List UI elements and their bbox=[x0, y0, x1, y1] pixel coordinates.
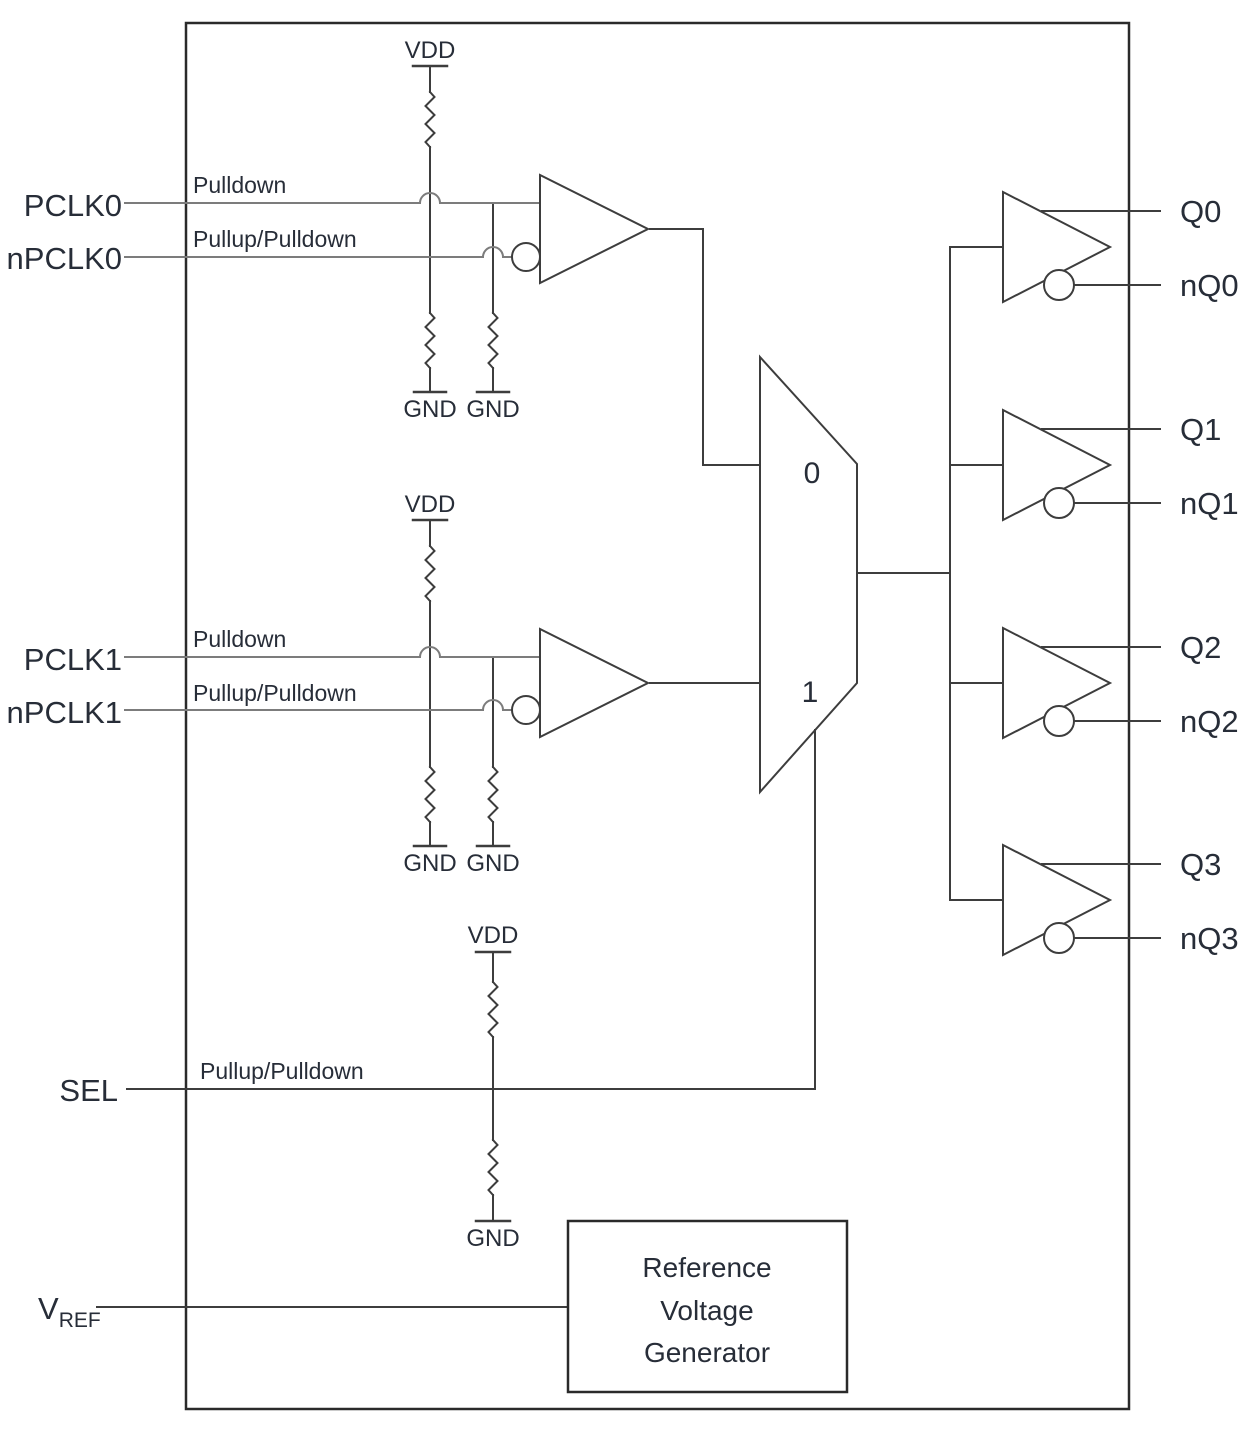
output-buffer-q3-group: Q3 nQ3 bbox=[1002, 843, 1239, 957]
annotation-npclk1: Pullup/Pulldown bbox=[193, 680, 357, 706]
rvg-label-line2: Voltage bbox=[660, 1295, 753, 1326]
pin-label-npclk1: nPCLK1 bbox=[7, 695, 122, 730]
mux-input0-label: 0 bbox=[804, 457, 821, 490]
npclk0-pulldown-resistor bbox=[424, 311, 436, 370]
mux-input1-label: 1 bbox=[802, 676, 819, 709]
sel-input-network: VDD GND SEL Pullup/Pulldown bbox=[59, 729, 816, 1252]
pclk0-input-network: VDD GND GND PCLK0 nPCLK0 Pulldown Pullup… bbox=[7, 37, 761, 466]
reference-voltage-generator-box bbox=[566, 1219, 849, 1394]
pin-label-nq0: nQ0 bbox=[1180, 268, 1239, 303]
pclk1-line bbox=[124, 646, 541, 658]
npclk0-pullup-resistor bbox=[424, 90, 436, 149]
pclk1-pulldown-resistor bbox=[487, 765, 499, 824]
nq1-inverting-bubble bbox=[1043, 487, 1075, 519]
input-buffer-0 bbox=[539, 173, 651, 285]
pclk0-pulldown-resistor bbox=[487, 311, 499, 370]
pin-label-q1: Q1 bbox=[1180, 412, 1221, 447]
clock-mux-group: 0 1 bbox=[759, 354, 951, 795]
nq0-inverting-bubble bbox=[1043, 269, 1075, 301]
pclk1-input-network: VDD GND GND PCLK1 nPCLK1 Pulldown Pullup… bbox=[7, 491, 761, 877]
vdd-label-sel: VDD bbox=[468, 922, 519, 949]
rvg-label-line1: Reference bbox=[642, 1252, 771, 1283]
npclk1-pullup-resistor bbox=[424, 544, 436, 603]
pin-label-nq1: nQ1 bbox=[1180, 486, 1239, 521]
gnd-label-npclk1: GND bbox=[403, 850, 456, 877]
annotation-pclk1: Pulldown bbox=[193, 626, 286, 652]
output-bus bbox=[949, 246, 1004, 901]
nq2-inverting-bubble bbox=[1043, 705, 1075, 737]
annotation-npclk0: Pullup/Pulldown bbox=[193, 226, 357, 252]
rvg-label-line3: Generator bbox=[644, 1337, 770, 1368]
npclk1-inverting-bubble bbox=[511, 695, 541, 725]
pin-label-q0: Q0 bbox=[1180, 194, 1221, 229]
pin-label-pclk1: PCLK1 bbox=[24, 642, 122, 677]
input-buffer-1 bbox=[539, 627, 651, 739]
npclk1-pulldown-resistor bbox=[424, 765, 436, 824]
gnd-label-pclk1: GND bbox=[466, 850, 519, 877]
pin-label-pclk0: PCLK0 bbox=[24, 188, 122, 223]
pclk0-line bbox=[124, 192, 541, 204]
output-buffer-q2-group: Q2 nQ2 bbox=[1002, 626, 1239, 740]
sel-pulldown-resistor bbox=[487, 1138, 499, 1197]
pin-label-q2: Q2 bbox=[1180, 630, 1221, 665]
output-buffer-q0-group: Q0 nQ0 bbox=[1002, 190, 1239, 304]
vdd-label-pclk1: VDD bbox=[405, 491, 456, 518]
npclk0-line bbox=[124, 246, 513, 258]
pin-label-q3: Q3 bbox=[1180, 847, 1221, 882]
gnd-label-npclk0: GND bbox=[403, 396, 456, 423]
output-buffer-q1-group: Q1 nQ1 bbox=[1002, 408, 1239, 522]
pin-label-nq2: nQ2 bbox=[1180, 704, 1239, 739]
buffer0-output-line bbox=[649, 228, 761, 466]
vdd-label-pclk0: VDD bbox=[405, 37, 456, 64]
pin-label-nq3: nQ3 bbox=[1180, 921, 1239, 956]
npclk1-line bbox=[124, 699, 513, 711]
nq3-inverting-bubble bbox=[1043, 922, 1075, 954]
sel-line bbox=[126, 729, 816, 1090]
pin-label-sel: SEL bbox=[59, 1073, 118, 1108]
pin-label-npclk0: nPCLK0 bbox=[7, 241, 122, 276]
vref-group: VREF Reference Voltage Generator bbox=[38, 1219, 849, 1394]
chip-outline bbox=[184, 21, 1131, 1411]
annotation-sel: Pullup/Pulldown bbox=[200, 1058, 364, 1084]
pin-label-vref: VREF bbox=[38, 1291, 101, 1332]
annotation-pclk0: Pulldown bbox=[193, 172, 286, 198]
clock-mux bbox=[759, 354, 858, 795]
npclk0-inverting-bubble bbox=[511, 242, 541, 272]
gnd-label-pclk0: GND bbox=[466, 396, 519, 423]
sel-pullup-resistor bbox=[487, 980, 499, 1039]
gnd-label-sel: GND bbox=[466, 1225, 519, 1252]
